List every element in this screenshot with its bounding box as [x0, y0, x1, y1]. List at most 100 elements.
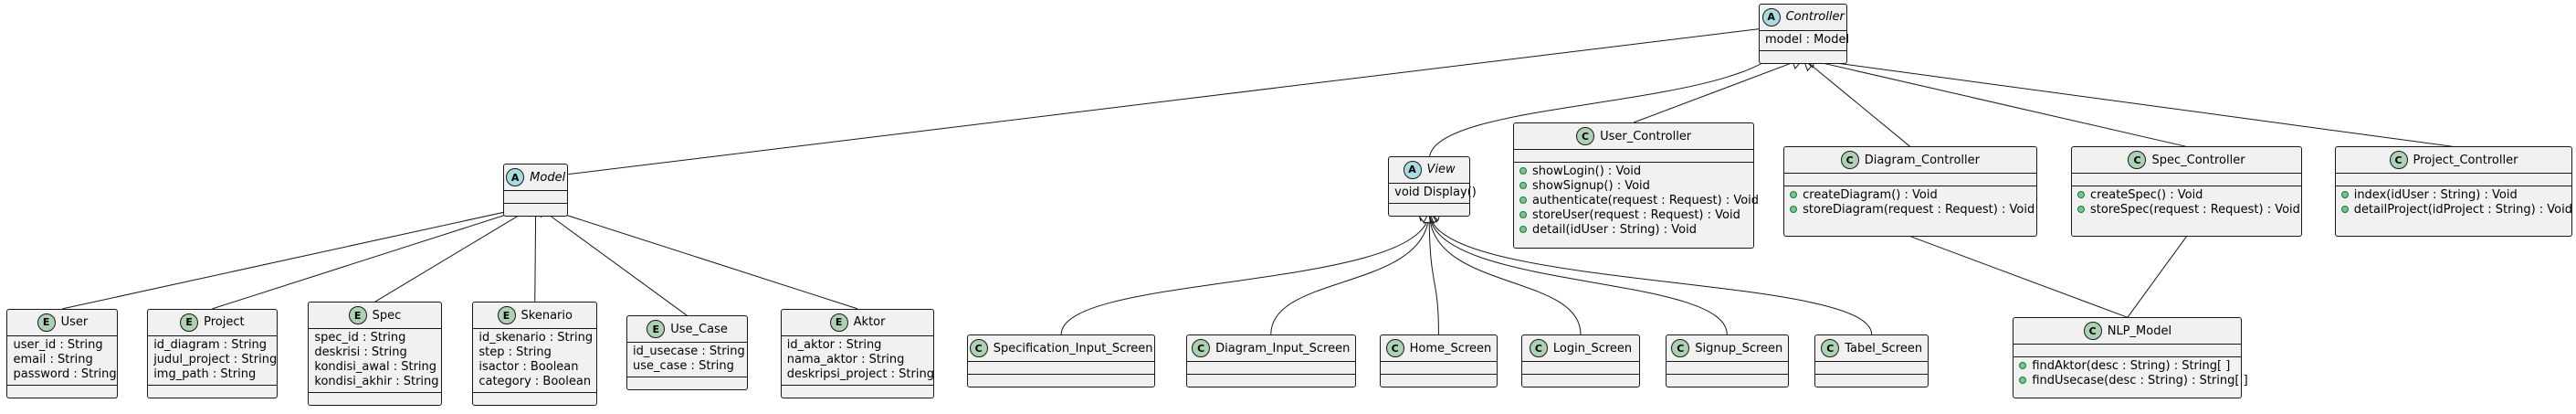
- class-field: user_id : String: [13, 337, 103, 352]
- relation-user-controller-to-controller: [1633, 56, 1804, 123]
- entity-stereotype-icon: E: [348, 306, 367, 325]
- class-name: Home_Screen: [1409, 341, 1492, 356]
- class-method: index(idUser : String) : Void: [2340, 188, 2567, 203]
- login-screen-class-box: C Login_Screen: [1521, 334, 1640, 388]
- abstract-stereotype-icon: A: [1761, 7, 1781, 27]
- class-name: Login_Screen: [1552, 341, 1633, 356]
- class-field: spec_id : String: [314, 331, 406, 345]
- public-visibility-icon: [2340, 190, 2349, 198]
- method-signature: findAktor(desc : String) : String[ ]: [2032, 359, 2231, 374]
- fields-section: void Display(): [1389, 182, 1477, 203]
- fields-section: [1784, 173, 2036, 186]
- relation-project-to-model: [212, 201, 537, 310]
- method-signature: index(idUser : String) : Void: [2353, 188, 2518, 203]
- class-field: use_case : String: [633, 359, 734, 374]
- fields-section: [1186, 361, 1355, 374]
- class-name: Controller: [1785, 10, 1845, 25]
- class-method: storeDiagram(request : Request) : Void: [1790, 203, 2035, 218]
- class-name: Spec: [372, 308, 402, 323]
- abstract-stereotype-icon: A: [1403, 160, 1422, 179]
- class-name: Diagram_Controller: [1864, 153, 1980, 167]
- public-visibility-icon: [1519, 225, 1527, 233]
- methods-section: [1380, 374, 1498, 387]
- public-visibility-icon: [2340, 205, 2349, 213]
- public-visibility-icon: [1519, 181, 1527, 189]
- entity-stereotype-icon: E: [180, 313, 199, 332]
- class-name: View: [1426, 163, 1456, 177]
- class-field: deskrisi : String: [314, 345, 407, 360]
- method-signature: showLogin() : Void: [1531, 165, 1642, 178]
- class-field: id_aktor : String: [786, 337, 882, 352]
- class-stereotype-icon: C: [2128, 151, 2147, 170]
- class-field: step : String: [478, 345, 552, 360]
- methods-section: [968, 374, 1155, 387]
- class-field: email : String: [13, 352, 93, 366]
- class-header: E Spec: [309, 303, 440, 328]
- method-signature: detailProject(idProject : String) : Void: [2353, 203, 2572, 218]
- relation-project-controller-to-controller: [1802, 53, 2455, 147]
- methods-section: [309, 392, 441, 405]
- class-stereotype-icon: C: [2083, 322, 2102, 341]
- fields-section: [504, 190, 568, 203]
- class-field: nama_aktor : String: [786, 352, 905, 366]
- class-stereotype-icon: C: [2389, 151, 2408, 170]
- class-name: NLP_Model: [2107, 324, 2172, 338]
- class-field: judul_project : String: [153, 352, 278, 366]
- class-method: showSignup() : Void: [1519, 179, 1748, 194]
- class-header: C NLP_Model: [2013, 318, 2241, 344]
- fields-section: [2072, 173, 2302, 186]
- class-stereotype-icon: C: [1192, 339, 1211, 358]
- class-field: isactor : Boolean: [478, 360, 579, 375]
- class-stereotype-icon: C: [1529, 339, 1548, 358]
- class-name: Project_Controller: [2413, 153, 2518, 167]
- methods-section: findAktor(desc : String) : String[ ]find…: [2013, 356, 2248, 391]
- class-method: findUsecase(desc : String) : String[ ]: [2019, 374, 2248, 388]
- method-signature: authenticate(request : Request) : Void: [1531, 194, 1760, 207]
- relation-spec-controller-to-controller: [1802, 54, 2187, 147]
- relation-diagram-controller-to-controller: [1802, 58, 1911, 147]
- methods-section: [1186, 374, 1355, 387]
- abstract-stereotype-icon: A: [506, 168, 525, 187]
- class-name: Spec_Controller: [2151, 153, 2245, 167]
- class-name: User: [60, 315, 89, 330]
- method-signature: storeSpec(request : Request) : Void: [2090, 203, 2300, 218]
- method-signature: showSignup() : Void: [1531, 179, 1650, 193]
- public-visibility-icon: [2019, 361, 2027, 369]
- relation-diagram-input-screen-to-view: [1270, 210, 1430, 335]
- methods-section: [627, 377, 748, 389]
- class-field: category : Boolean: [478, 375, 592, 389]
- entity-stereotype-icon: E: [497, 306, 516, 325]
- nlp-model-class-box: C NLP_Model findAktor(desc : String) : Str…: [2013, 317, 2248, 398]
- public-visibility-icon: [1790, 190, 1798, 198]
- class-name: Aktor: [853, 315, 886, 330]
- method-signature: storeDiagram(request : Request) : Void: [1803, 203, 2035, 218]
- relation-diagram-controller-to-nlp-model: [1909, 236, 2129, 318]
- class-name: Tabel_Screen: [1845, 341, 1923, 356]
- class-method: findAktor(desc : String) : String[ ]: [2019, 359, 2235, 374]
- class-method: createSpec() : Void: [2077, 188, 2296, 203]
- method-signature: createSpec() : Void: [2090, 188, 2203, 203]
- public-visibility-icon: [1790, 205, 1798, 213]
- class-name: Skenario: [520, 308, 573, 323]
- methods-section: [504, 203, 568, 216]
- relation-spec-controller-to-nlp-model: [2127, 236, 2187, 318]
